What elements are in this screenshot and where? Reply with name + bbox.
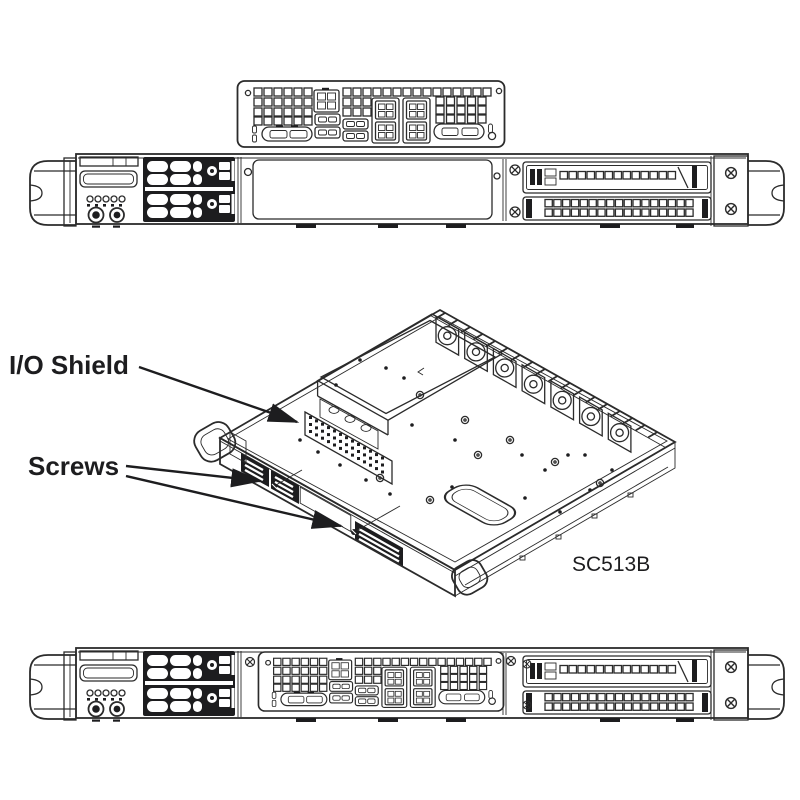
screws-arrow-2 [125,474,344,529]
loose-screw-1 [271,469,303,489]
io-shield-installed [257,651,505,712]
io-opening-blank-cover [252,159,493,220]
callout-arrows [125,365,344,529]
isometric-open-chassis [193,308,677,598]
right-side-face [454,441,676,597]
io-shield-arrow [138,365,300,424]
iso-left-handle [193,421,237,463]
io-shield-label: I/O Shield [9,350,129,380]
rear-face [219,436,456,598]
rear-view-without-shield [30,154,784,228]
rear-io-cage [319,398,379,450]
psu-bay [316,313,504,436]
iso-near-handle [451,559,489,596]
screws-arrow-1 [125,464,263,488]
loose-screw-2 [351,505,401,535]
io-shield-plate-top-view [236,80,506,148]
fan-row [435,315,632,454]
rear-view-with-shield [30,648,784,722]
screws-label: Screws [28,451,120,481]
io-shield-in-chassis [304,410,393,486]
floor-cutout [443,484,517,526]
model-label: SC513B [572,553,651,576]
standoff-holes [375,390,605,505]
